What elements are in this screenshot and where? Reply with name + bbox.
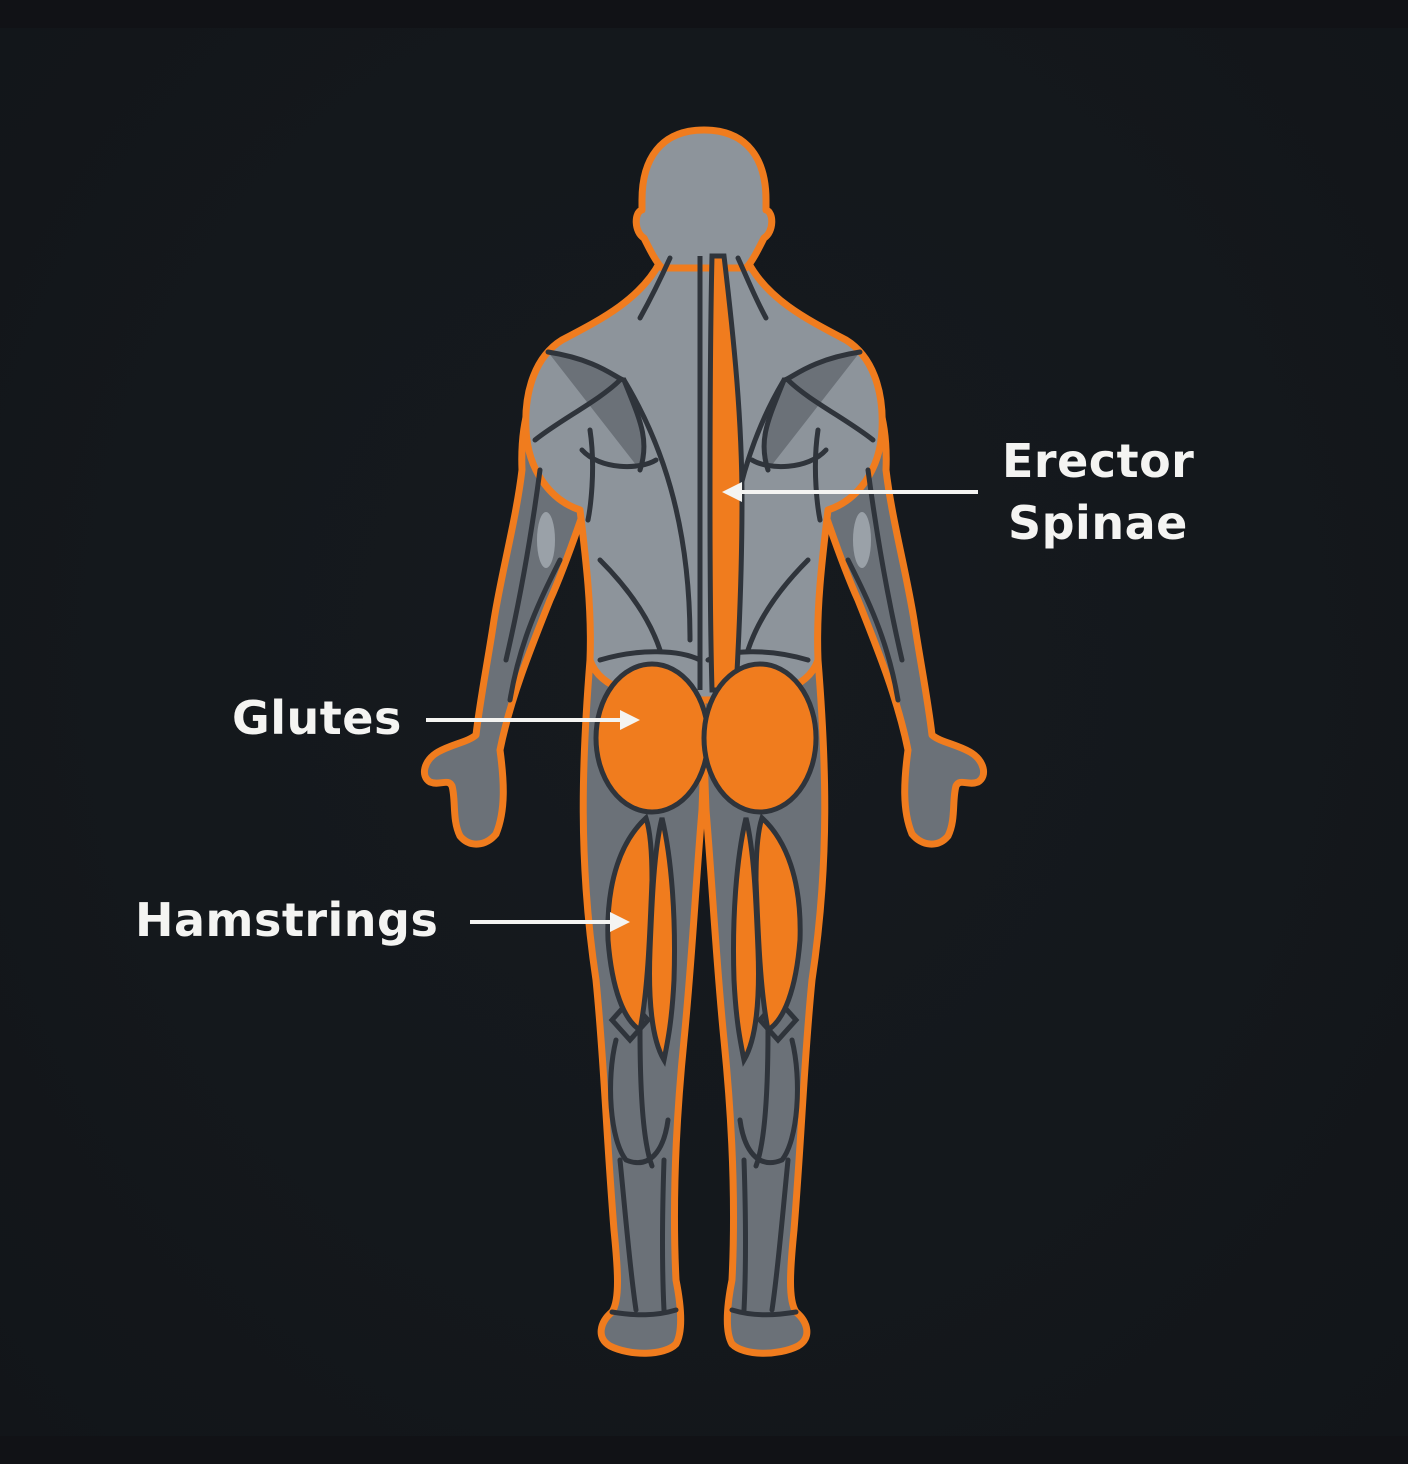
head-outline xyxy=(632,126,776,272)
bottom-border-band xyxy=(0,1436,1408,1464)
left-glute-muscle xyxy=(593,661,711,815)
erector-spinae-label-line1: Erector xyxy=(1002,434,1195,488)
erector-spinae-label-line2: Spinae xyxy=(1008,496,1188,550)
highlighted-muscles xyxy=(593,253,819,1067)
left-hamstring-medial xyxy=(647,817,677,1067)
right-hamstring-lateral xyxy=(753,813,803,1035)
torso-outline xyxy=(522,258,886,704)
right-glute-muscle xyxy=(701,661,819,815)
glutes-label: Glutes xyxy=(232,691,402,745)
arm-highlights xyxy=(537,512,871,568)
top-border-band xyxy=(0,0,1408,28)
erector-spinae-label: Erector Spinae xyxy=(1002,430,1194,554)
label-arrows xyxy=(426,482,978,932)
hamstrings-label: Hamstrings xyxy=(135,893,439,947)
